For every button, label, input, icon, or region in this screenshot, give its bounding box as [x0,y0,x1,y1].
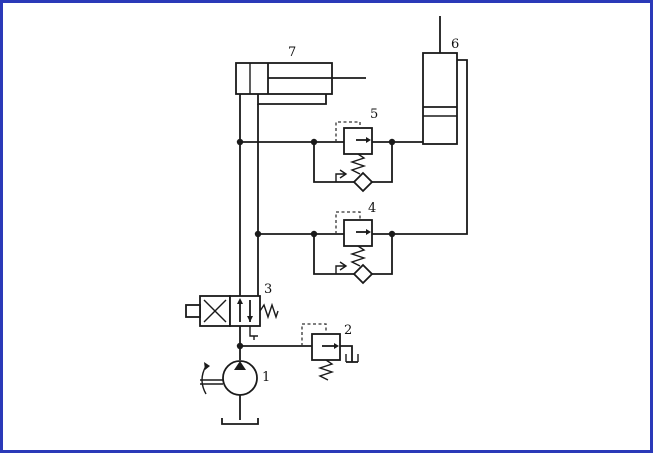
sequence-valve-lower [258,211,396,285]
label-directional-valve: 3 [264,282,272,297]
label-relief-valve: 2 [344,323,352,338]
directional-valve [185,295,279,340]
vertical-cylinder [422,16,458,145]
label-pump: 1 [262,370,270,385]
relief-valve [240,323,359,381]
label-sequence-valve-lower: 4 [368,201,376,216]
sequence-valve-upper [240,121,396,193]
cylinder-7-rod-connection [257,94,327,105]
label-horizontal-cylinder: 7 [288,45,296,60]
label-vertical-cylinder: 6 [451,37,459,52]
pump [200,360,259,425]
horizontal-cylinder [235,62,366,95]
label-sequence-valve-upper: 5 [370,107,378,122]
cylinder-6-rod-line [392,59,468,235]
